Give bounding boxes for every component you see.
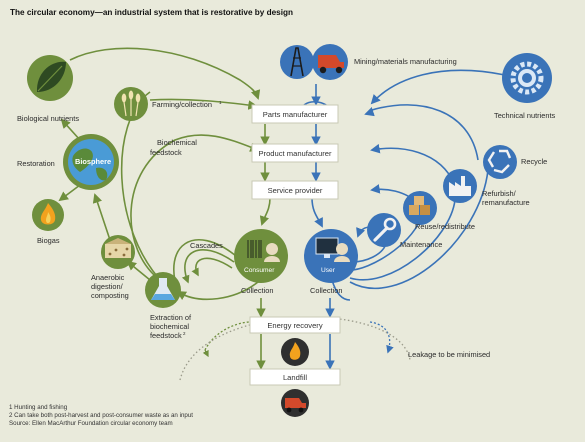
source-note: Source: Ellen MacArthur Foundation circu… (9, 420, 173, 427)
factory-icon (443, 169, 477, 203)
anaerobic-label-2: digestion/ (91, 282, 124, 291)
biochemical-feedstock-label-2: feedstock (150, 148, 182, 157)
technical-nutrients-label: Technical nutrients (494, 111, 556, 120)
leaf-icon (27, 55, 73, 101)
landfill-box: Landfill (249, 368, 341, 386)
gear-icon (502, 53, 552, 103)
reuse-label: Reuse/redistribute (415, 222, 475, 231)
biochemical-feedstock-label-1: Biochemical (157, 138, 197, 147)
barcode-icon (247, 240, 262, 258)
globe-icon (63, 134, 119, 190)
service-provider-label: Service provider (268, 186, 323, 195)
recycle-label: Recycle (521, 157, 547, 166)
consumer-circle (234, 229, 288, 283)
cascades-label: Cascades (190, 241, 223, 250)
footnote-1: 1 Hunting and fishing (9, 404, 68, 411)
mining-label: Mining/materials manufacturing (354, 57, 457, 66)
diagram-title: The circular economy—an industrial syste… (10, 8, 294, 17)
energy-flame-icon (281, 338, 309, 366)
user-circle (304, 229, 358, 283)
energy-recovery-box: Energy recovery (249, 316, 341, 334)
footnote-2: 2 Can take both post-harvest and post-co… (9, 412, 194, 419)
restoration-label: Restoration (17, 159, 55, 168)
parts-manufacturer-label: Parts manufacturer (263, 110, 328, 119)
user-label: User (321, 267, 336, 274)
process-boxes: Parts manufacturer Product manufacturer … (249, 104, 341, 386)
extraction-label-3: feedstock (150, 331, 182, 340)
consumer-label: Consumer (244, 267, 275, 274)
extraction-footnote-marker: 2 (183, 331, 186, 336)
biosphere-label: Biosphere (75, 157, 111, 166)
flame-icon (32, 199, 64, 231)
flask-icon (145, 272, 181, 308)
recycle-icon (483, 145, 517, 179)
extraction-label-1: Extraction of (150, 313, 192, 322)
wheat-icon (114, 87, 148, 121)
wrench-icon (367, 213, 401, 247)
anaerobic-label-1: Anaerobic (91, 273, 125, 282)
diagram-labels: Mining/materials manufacturing Farming/c… (17, 57, 556, 359)
anaerobic-label-3: composting (91, 291, 129, 300)
boxes-icon (403, 191, 437, 225)
extraction-label-2: biochemical (150, 322, 189, 331)
landfill-truck-icon (281, 389, 309, 417)
landfill-label: Landfill (283, 373, 307, 382)
product-manufacturer-box: Product manufacturer (251, 143, 339, 163)
leakage-arcs (179, 316, 411, 381)
biogas-label: Biogas (37, 236, 60, 245)
service-provider-box: Service provider (251, 180, 339, 200)
energy-recovery-label: Energy recovery (267, 321, 322, 330)
collection-right-label: Collection (310, 286, 342, 295)
leakage-label: Leakage to be minimised (408, 350, 490, 359)
dump-truck-icon (312, 44, 348, 80)
farming-footnote-marker: 1 (219, 100, 222, 105)
collection-left-label: Collection (241, 286, 273, 295)
refurbish-label-2: remanufacture (482, 198, 530, 207)
biological-nutrients-label: Biological nutrients (17, 114, 79, 123)
compost-icon (101, 235, 135, 269)
farming-label: Farming/collection (152, 100, 212, 109)
product-manufacturer-label: Product manufacturer (258, 149, 331, 158)
refurbish-label-1: Refurbish/ (482, 189, 517, 198)
parts-manufacturer-box: Parts manufacturer (251, 104, 339, 124)
maintenance-label: Maintenance (400, 240, 442, 249)
oil-derrick-icon (280, 45, 314, 79)
